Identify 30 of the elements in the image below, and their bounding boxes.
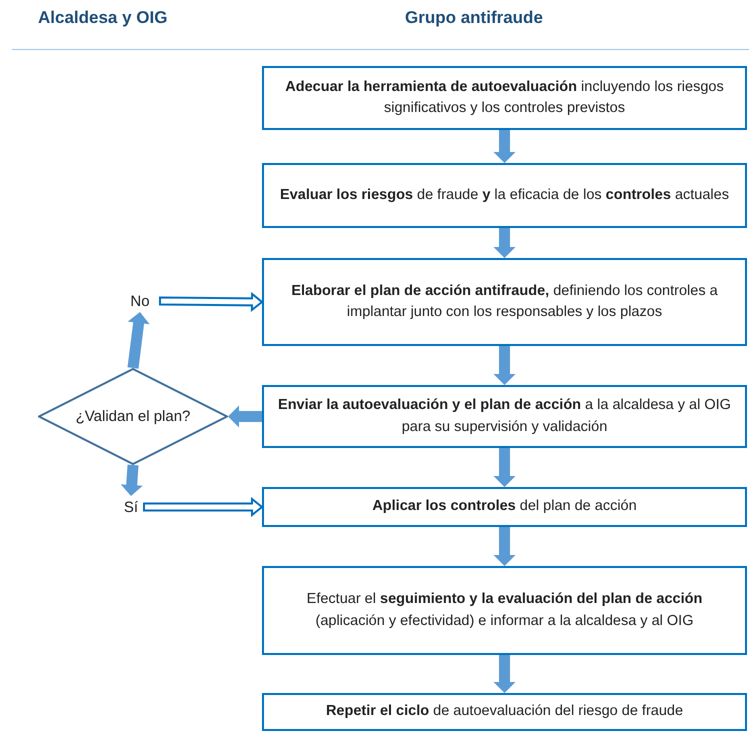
outline-arrow	[159, 292, 264, 312]
process-text: Aplicar los controles del plan de acción	[372, 497, 637, 516]
process-box	[262, 566, 747, 655]
block-arrow	[494, 655, 516, 693]
process-box	[262, 258, 747, 346]
outline-arrow	[143, 496, 264, 518]
process-text: Evaluar los riesgos de fraude y la eficacia de los controles actuales	[280, 186, 729, 205]
process-box	[262, 66, 747, 130]
branch-label: No	[120, 290, 160, 312]
process-box	[262, 163, 747, 228]
column-header: Alcaldesa y OIG	[38, 8, 168, 28]
block-arrow	[494, 228, 516, 258]
block-arrow	[120, 464, 143, 496]
block-arrow	[494, 448, 516, 487]
process-text: Repetir el ciclo de autoevaluación del riesgo de fraude	[326, 702, 684, 722]
column-header: Grupo antifraude	[405, 8, 543, 28]
block-arrow	[128, 312, 150, 369]
process-box	[262, 693, 747, 731]
decision-text: ¿Validan el plan?	[76, 408, 190, 425]
block-arrow	[228, 406, 262, 428]
process-text: Enviar la autoevaluación y el plan de acción a la alcaldesa y al OIG para su supervisión y validación	[277, 396, 732, 436]
process-box	[262, 487, 747, 527]
process-text: Adecuar la herramienta de autoevaluación incluyendo los riesgos significativos y los controles previstos	[284, 78, 725, 118]
block-arrow	[494, 346, 516, 385]
process-text: Efectuar el seguimiento y la evaluación del plan de acción (aplicación y efectividad) e informar a la alcaldesa y al OIG	[306, 590, 704, 630]
block-arrow	[494, 527, 516, 566]
block-arrow	[494, 130, 516, 163]
process-text: Elaborar el plan de acción antifraude, definiendo los controles a implantar junto con los responsables y los plazos	[290, 282, 719, 322]
process-box	[262, 385, 747, 448]
branch-label: Sí	[118, 496, 144, 518]
